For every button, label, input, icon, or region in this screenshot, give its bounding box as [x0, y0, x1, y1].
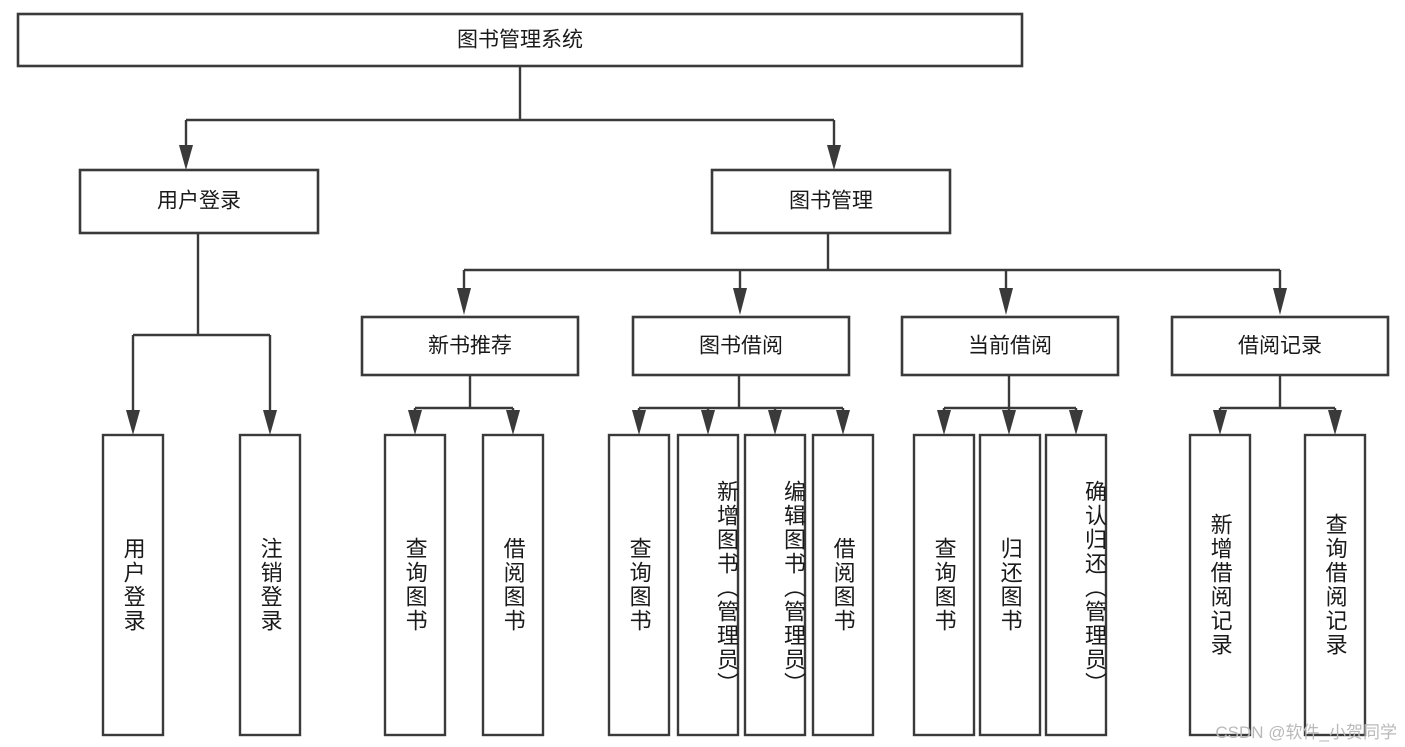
- arrow-to-leaf-query-book-1: [408, 410, 422, 435]
- node-book-management-label: 图书管理: [789, 190, 873, 213]
- watermark-text: CSDN @软件_小贺同学: [1215, 723, 1397, 742]
- node-root-label: 图书管理系统: [457, 29, 583, 52]
- leaf-box-query-record[interactable]: [1303, 433, 1367, 737]
- connector-borrow-record-to-leaves: [1213, 375, 1342, 435]
- arrow-to-leaf-return-book: [1002, 410, 1016, 435]
- arrow-to-book-borrow: [733, 288, 747, 315]
- leaf-box-add-book[interactable]: [676, 433, 740, 737]
- connector-new-book-recommend-to-leaves: [408, 375, 520, 435]
- connector-user-login-to-leaves: [126, 233, 277, 435]
- arrow-to-leaf-query-record: [1328, 410, 1342, 435]
- arrow-to-current-borrow: [999, 288, 1013, 315]
- leaf-label-add-record: 新增借阅记录: [1207, 513, 1233, 657]
- connector-book-borrow-to-leaves: [632, 375, 850, 435]
- leaf-label-query-book-1: 查询图书: [402, 537, 428, 633]
- arrow-to-leaf-query-book-3: [937, 410, 951, 435]
- arrow-to-leaf-add-book: [701, 410, 715, 435]
- arrow-to-leaf-borrow-book-1: [506, 410, 520, 435]
- node-book-borrow-label: 图书借阅: [699, 335, 783, 358]
- arrow-to-leaf-user-login: [126, 410, 140, 435]
- arrow-to-leaf-add-record: [1213, 410, 1227, 435]
- node-book-management[interactable]: 图书管理: [710, 168, 952, 235]
- arrow-to-leaf-query-book-2: [632, 410, 646, 435]
- arrow-to-user-login: [179, 145, 193, 170]
- leaf-box-query-book-3[interactable]: [912, 433, 976, 737]
- leaf-label-edit-book: 编辑图书（管理员）: [781, 480, 806, 696]
- node-borrow-record-label: 借阅记录: [1238, 335, 1322, 358]
- leaf-label-user-login: 用户登录: [120, 537, 146, 633]
- node-borrow-record[interactable]: 借阅记录: [1170, 315, 1390, 377]
- leaf-box-user-login[interactable]: [101, 433, 165, 737]
- leaf-label-query-book-3: 查询图书: [931, 537, 957, 633]
- leaf-label-logout-login: 注销登录: [257, 537, 283, 633]
- leaf-label-add-book: 新增图书（管理员）: [714, 480, 739, 696]
- leaf-label-query-book-2: 查询图书: [626, 537, 652, 633]
- leaf-label-confirm-return: 确认归还（管理员）: [1082, 480, 1107, 696]
- node-user-login[interactable]: 用户登录: [78, 168, 320, 235]
- arrow-to-leaf-borrow-book-2: [836, 410, 850, 435]
- node-new-book-recommend-label: 新书推荐: [428, 335, 512, 358]
- leaf-box-edit-book[interactable]: [743, 433, 807, 737]
- node-root[interactable]: 图书管理系统: [16, 12, 1024, 68]
- connector-current-borrow-to-leaves: [937, 375, 1083, 435]
- node-user-login-label: 用户登录: [157, 190, 241, 213]
- leaf-box-confirm-return[interactable]: [1044, 433, 1108, 737]
- leaf-box-logout-login[interactable]: [238, 433, 302, 737]
- arrow-to-new-book-recommend: [457, 288, 471, 315]
- leaf-label-borrow-book-2: 借阅图书: [830, 537, 856, 633]
- node-current-borrow-label: 当前借阅: [968, 335, 1052, 358]
- leaf-label-return-book: 归还图书: [997, 537, 1023, 633]
- node-current-borrow[interactable]: 当前借阅: [900, 315, 1120, 377]
- arrow-to-borrow-record: [1273, 288, 1287, 315]
- leaf-box-query-book-1[interactable]: [383, 433, 447, 737]
- node-book-borrow[interactable]: 图书借阅: [631, 315, 851, 377]
- leaf-box-query-book-2[interactable]: [607, 433, 671, 737]
- arrow-to-book-management: [827, 145, 841, 170]
- leaf-box-borrow-book-2[interactable]: [811, 433, 875, 737]
- arrow-to-leaf-logout-login: [263, 410, 277, 435]
- node-new-book-recommend[interactable]: 新书推荐: [360, 315, 580, 377]
- arrow-to-leaf-edit-book: [768, 410, 782, 435]
- leaf-label-borrow-book-1: 借阅图书: [500, 537, 526, 633]
- leaf-box-return-book[interactable]: [978, 433, 1042, 737]
- leaf-box-add-record[interactable]: [1188, 433, 1252, 737]
- connector-book-management-to-level3: [457, 233, 1287, 315]
- leaf-label-query-record: 查询借阅记录: [1322, 513, 1348, 657]
- leaf-box-borrow-book-1[interactable]: [481, 433, 545, 737]
- connector-root-to-level2: [179, 66, 841, 170]
- arrow-to-leaf-confirm-return: [1069, 410, 1083, 435]
